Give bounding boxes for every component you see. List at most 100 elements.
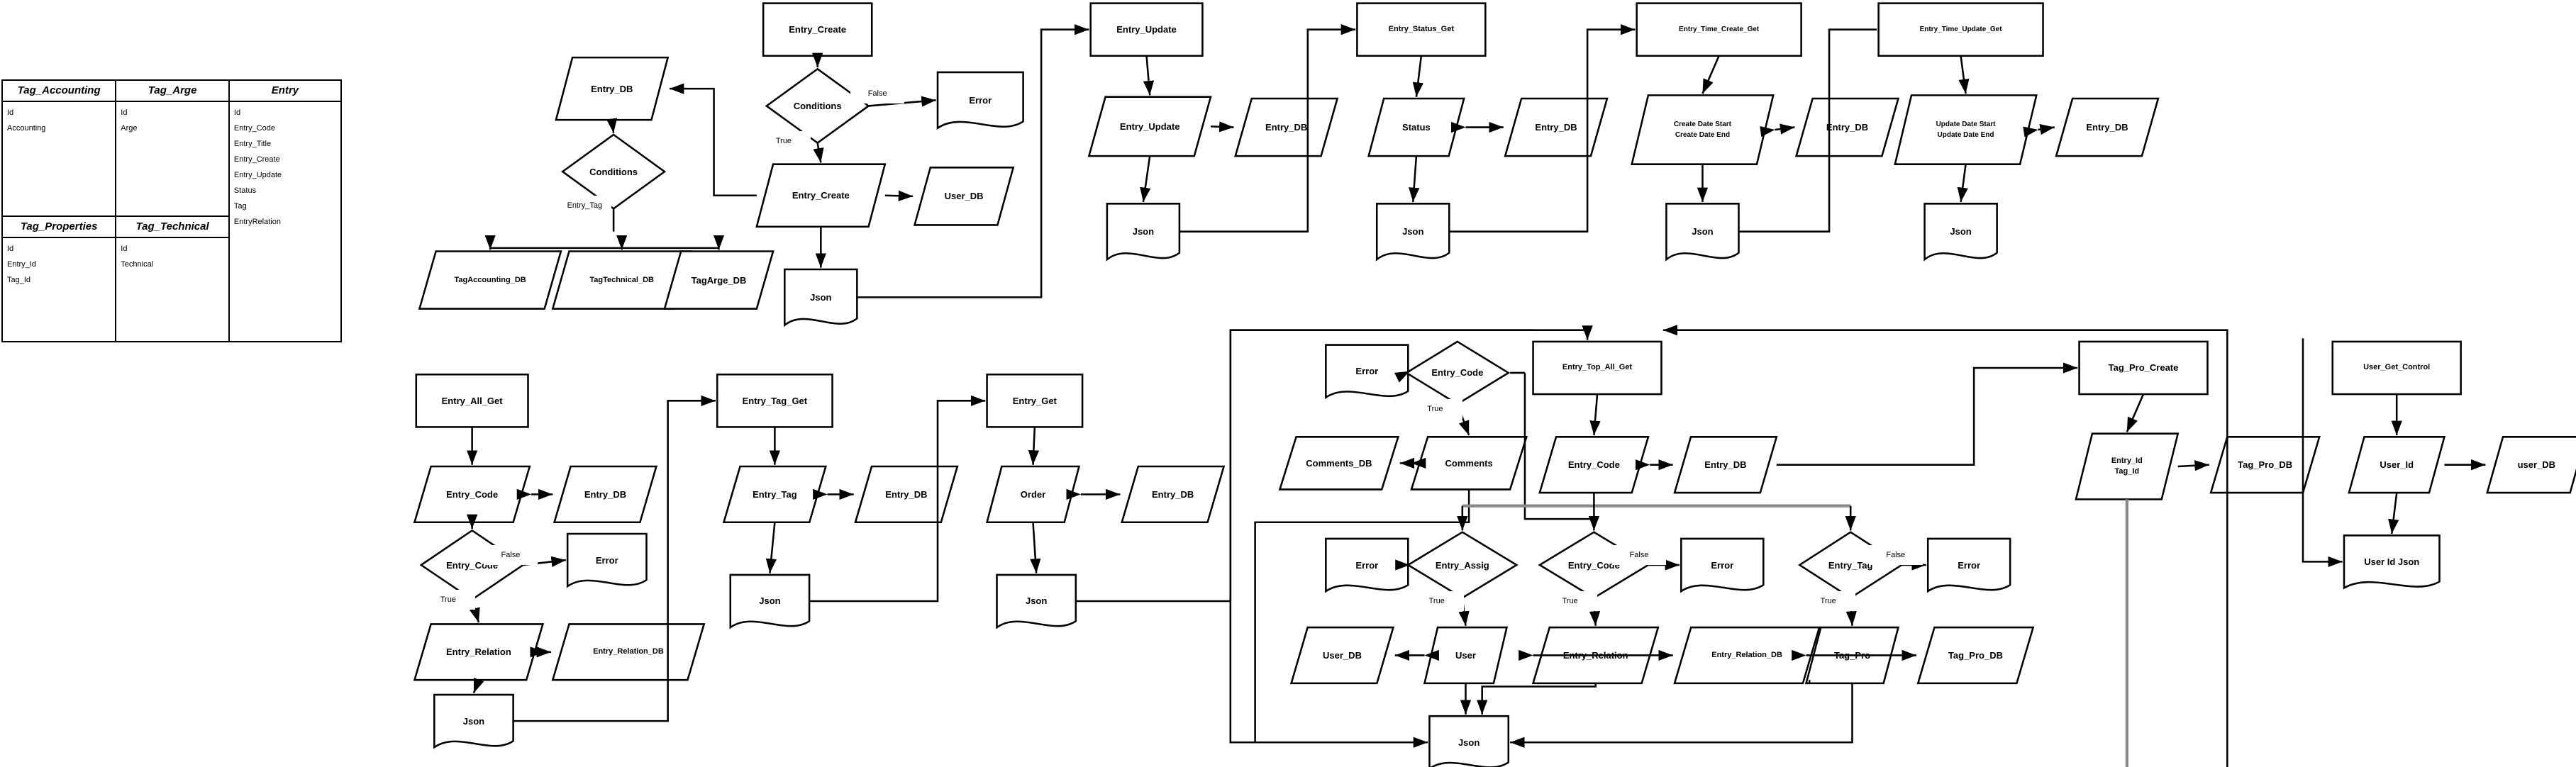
connector <box>1028 427 1040 465</box>
field: Entry_Code <box>233 124 275 133</box>
connector <box>1179 24 1356 233</box>
node-document <box>1375 203 1450 262</box>
edge-label: False <box>850 84 905 103</box>
connector <box>1254 489 1470 748</box>
entity-fields-tag-accounting: Id Accounting <box>3 102 115 140</box>
node-document <box>1106 203 1181 262</box>
node-parallelogram <box>1234 97 1339 157</box>
field: Id <box>233 108 241 117</box>
connector <box>1701 55 1720 94</box>
connector <box>1143 55 1155 96</box>
node-parallelogram <box>755 163 887 228</box>
edge-label: Entry_Tag <box>557 195 612 215</box>
connector <box>1229 330 1428 744</box>
connector <box>472 677 484 694</box>
connector <box>1210 121 1234 133</box>
field: Entry_Create <box>233 155 280 164</box>
node-document <box>1665 203 1740 262</box>
connector <box>1957 164 1968 203</box>
connector <box>857 24 1089 298</box>
connector <box>1449 24 1636 233</box>
node-parallelogram <box>1289 626 1395 685</box>
connector <box>1510 683 1853 748</box>
field: Tag <box>233 202 247 211</box>
entity-header-tag-accounting: Tag_Accounting <box>17 84 101 96</box>
node-parallelogram <box>1673 436 1778 494</box>
connector <box>1412 55 1423 97</box>
node-parallelogram <box>551 623 706 681</box>
connector <box>765 522 777 573</box>
entity-fields-tag-technical: Id Technical <box>116 238 228 276</box>
connector <box>1394 370 1411 383</box>
field: Id <box>121 245 128 253</box>
node-parallelogram <box>1410 436 1528 491</box>
node-diamond <box>1406 531 1519 599</box>
connector <box>1671 329 2228 767</box>
edge-label: True <box>421 589 475 610</box>
field: Arge <box>121 124 138 133</box>
node-document <box>1428 715 1510 767</box>
connector <box>1409 156 1420 203</box>
connector <box>1958 55 1970 94</box>
connector <box>1760 123 1795 138</box>
node-parallelogram <box>1504 97 1609 157</box>
node-parallelogram <box>1278 436 1400 491</box>
node-document <box>433 693 514 749</box>
node-process <box>986 373 1084 428</box>
node-parallelogram <box>2348 436 2446 494</box>
node-parallelogram <box>418 250 562 310</box>
node-diamond <box>1404 340 1511 405</box>
entity-header-tag-properties: Tag_Properties <box>20 220 98 233</box>
node-document <box>1325 344 1409 400</box>
node-document <box>1926 537 2011 593</box>
node-document <box>1680 537 1765 593</box>
node-parallelogram <box>2486 436 2576 494</box>
node-parallelogram <box>1894 94 2038 165</box>
connector <box>2126 393 2145 432</box>
node-parallelogram <box>1794 97 1900 157</box>
connector <box>513 395 716 722</box>
node-parallelogram <box>1916 626 2035 685</box>
field: Id <box>121 108 128 117</box>
entity-header-tag-arge: Tag_Arge <box>148 84 197 96</box>
connector <box>1140 155 1151 203</box>
connector <box>2388 492 2399 534</box>
edge-label: False <box>1868 545 1923 565</box>
node-parallelogram <box>1631 94 1775 165</box>
connector <box>2177 460 2209 471</box>
node-document <box>729 573 811 629</box>
field: Entry_Title <box>233 140 272 148</box>
node-parallelogram <box>854 465 959 524</box>
node-process <box>1877 2 2044 57</box>
node-parallelogram <box>553 465 658 524</box>
node-document <box>996 573 1077 629</box>
node-process <box>1089 2 1204 57</box>
edge-label: True <box>1543 591 1597 611</box>
connector <box>2125 499 2128 767</box>
node-document <box>2343 534 2441 590</box>
node-process <box>716 373 833 428</box>
edge-label: True <box>1409 591 1464 611</box>
entity-schema-table: Tag_Accounting Tag_Arge Entry Id Account… <box>1 79 343 342</box>
node-document <box>566 532 648 588</box>
field: Tag_Id <box>7 276 31 284</box>
connector <box>1523 372 1594 520</box>
edge-label: False <box>483 545 538 565</box>
entity-header-tag-technical: Tag_Technical <box>135 220 209 233</box>
node-diamond <box>1538 531 1650 599</box>
node-parallelogram <box>1538 436 1650 494</box>
node-process <box>2331 340 2462 396</box>
node-parallelogram <box>1121 465 1226 524</box>
field: Status <box>233 186 257 195</box>
connector <box>1030 522 1041 573</box>
node-process <box>762 2 873 57</box>
field: Id <box>7 108 14 117</box>
node-parallelogram <box>413 465 531 524</box>
node-parallelogram <box>985 465 1081 524</box>
node-parallelogram <box>722 465 827 524</box>
edge-label: True <box>756 131 811 152</box>
entity-fields-tag-arge: Id Arge <box>116 102 228 140</box>
entity-header-entry: Entry <box>271 84 299 96</box>
node-parallelogram <box>413 623 545 681</box>
